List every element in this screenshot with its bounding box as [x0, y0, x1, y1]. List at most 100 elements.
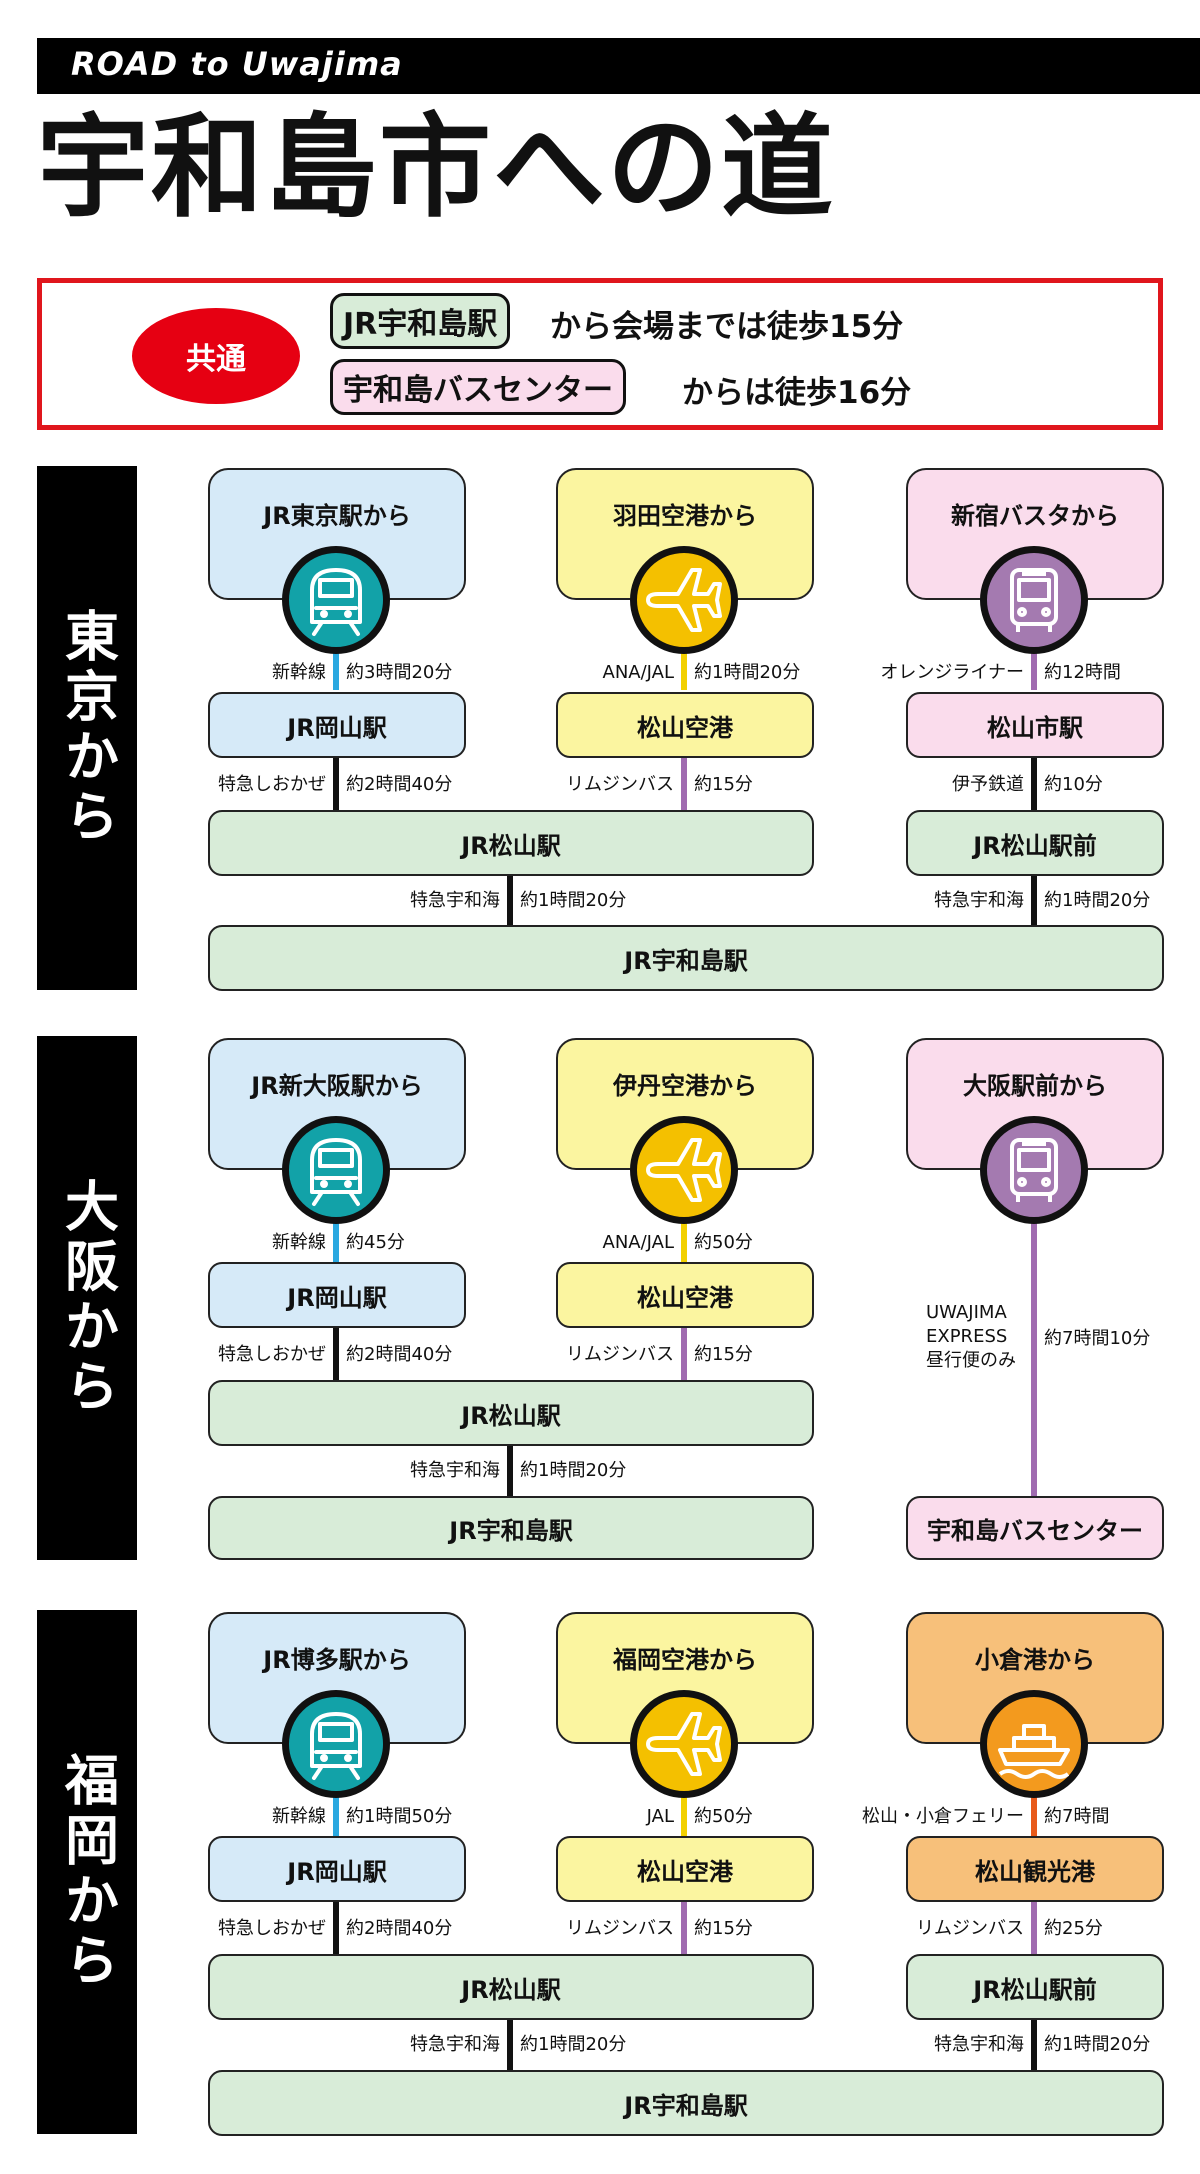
page-title: 宇和島市への道 — [37, 103, 835, 233]
route-time: 約25分 — [1044, 1918, 1103, 1939]
destination-box: JR宇和島駅 — [208, 1496, 814, 1560]
rail-line — [333, 1326, 339, 1382]
route-time: 約2時間40分 — [346, 774, 453, 795]
route-time: 約7時間 — [1044, 1806, 1110, 1827]
shinkansen-line — [333, 640, 339, 690]
route-label: ANA/JAL — [602, 1232, 675, 1253]
bus-line — [681, 1900, 687, 1956]
station-box: JR岡山駅 — [208, 1836, 466, 1902]
route-label: 特急宇和海 — [934, 890, 1024, 911]
bus-line — [1031, 640, 1037, 690]
plane-icon — [630, 1690, 738, 1798]
shinkansen-icon — [282, 1690, 390, 1798]
route-label: 特急しおかぜ — [218, 1344, 326, 1365]
bus-icon — [980, 546, 1088, 654]
route-label: リムジンバス — [566, 774, 674, 795]
route-label: EXPRESS — [926, 1326, 1008, 1347]
ferry-icon — [980, 1690, 1088, 1798]
route-time: 約1時間20分 — [1044, 890, 1151, 911]
route-label: 松山・小倉フェリー — [862, 1806, 1024, 1827]
route-label: 特急しおかぜ — [218, 1918, 326, 1939]
header-subtitle: ROAD to Uwajima — [71, 45, 403, 83]
route-label: リムジンバス — [566, 1918, 674, 1939]
station-box: 松山空港 — [556, 1262, 814, 1328]
destination-box: JR宇和島駅 — [208, 2070, 1164, 2136]
station-box: JR松山駅 — [208, 810, 814, 876]
destination-box: JR宇和島駅 — [208, 925, 1164, 991]
common-text-2: からは徒歩16分 — [682, 375, 912, 411]
station-box: 松山空港 — [556, 692, 814, 758]
common-badge: 共通 — [132, 308, 300, 404]
station-box: JR松山駅前 — [906, 1954, 1164, 2020]
section-label-osaka: 大阪から — [37, 1036, 137, 1560]
route-time: 約12時間 — [1044, 662, 1121, 683]
route-label: JAL — [646, 1806, 674, 1827]
plane-icon — [630, 546, 738, 654]
station-box: JR松山駅 — [208, 1954, 814, 2020]
header-bar: ROAD to Uwajima — [37, 38, 1200, 94]
shinkansen-icon — [282, 1116, 390, 1224]
rail-line — [1031, 872, 1037, 928]
route-time: 約1時間20分 — [520, 1460, 627, 1481]
route-time: 約50分 — [694, 1232, 753, 1253]
route-time: 約2時間40分 — [346, 1918, 453, 1939]
route-label: 新幹線 — [272, 1806, 326, 1827]
bus-line — [1031, 1210, 1037, 1500]
section-label-fukuoka: 福岡から — [37, 1610, 137, 2134]
route-label: 特急宇和海 — [410, 1460, 500, 1481]
section-label-tokyo: 東京から — [37, 466, 137, 990]
flight-line — [681, 1784, 687, 1836]
route-label: 特急宇和海 — [410, 2034, 500, 2055]
shinkansen-line — [333, 1210, 339, 1262]
tag-bus-center: 宇和島バスセンター — [330, 359, 626, 415]
bus-icon — [980, 1116, 1088, 1224]
route-label: ANA/JAL — [602, 662, 675, 683]
route-label: 伊予鉄道 — [952, 774, 1024, 795]
route-label: 特急しおかぜ — [218, 774, 326, 795]
route-time: 約3時間20分 — [346, 662, 453, 683]
route-label: 特急宇和海 — [410, 890, 500, 911]
route-time: 約2時間40分 — [346, 1344, 453, 1365]
station-box: 松山市駅 — [906, 692, 1164, 758]
route-time: 約10分 — [1044, 774, 1103, 795]
rail-line — [333, 1900, 339, 1956]
station-box: JR松山駅前 — [906, 810, 1164, 876]
route-time: 約45分 — [346, 1232, 405, 1253]
route-time: 約1時間20分 — [694, 662, 801, 683]
bus-line — [681, 1326, 687, 1382]
rail-line — [1031, 756, 1037, 812]
station-box: 松山観光港 — [906, 1836, 1164, 1902]
route-label: リムジンバス — [566, 1344, 674, 1365]
route-time: 約15分 — [694, 1918, 753, 1939]
flight-line — [681, 1210, 687, 1262]
route-label: リムジンバス — [916, 1918, 1024, 1939]
station-box: 松山空港 — [556, 1836, 814, 1902]
common-text-1: から会場までは徒歩15分 — [550, 309, 904, 345]
common-info-box: 共通 JR宇和島駅 から会場までは徒歩15分 宇和島バスセンター からは徒歩16… — [37, 278, 1163, 430]
route-time: 約15分 — [694, 1344, 753, 1365]
route-time: 約15分 — [694, 774, 753, 795]
rail-line — [333, 756, 339, 812]
bus-line — [1031, 1900, 1037, 1956]
route-time: 約1時間20分 — [1044, 2034, 1151, 2055]
bus-line — [681, 756, 687, 812]
shinkansen-icon — [282, 546, 390, 654]
rail-line — [1031, 2016, 1037, 2072]
ferry-line — [1031, 1784, 1037, 1836]
shinkansen-line — [333, 1784, 339, 1836]
route-label: UWAJIMA — [926, 1302, 1007, 1323]
route-time: 約50分 — [694, 1806, 753, 1827]
route-label: 新幹線 — [272, 1232, 326, 1253]
plane-icon — [630, 1116, 738, 1224]
destination-box: 宇和島バスセンター — [906, 1496, 1164, 1560]
route-time: 約1時間20分 — [520, 2034, 627, 2055]
rail-line — [507, 1442, 513, 1498]
station-box: JR岡山駅 — [208, 1262, 466, 1328]
route-label: オレンジライナー — [880, 662, 1024, 683]
route-time: 約1時間20分 — [520, 890, 627, 911]
station-box: JR松山駅 — [208, 1380, 814, 1446]
tag-jr-uwajima: JR宇和島駅 — [330, 293, 511, 349]
rail-line — [507, 872, 513, 928]
rail-line — [507, 2016, 513, 2072]
route-time: 約7時間10分 — [1044, 1328, 1151, 1349]
